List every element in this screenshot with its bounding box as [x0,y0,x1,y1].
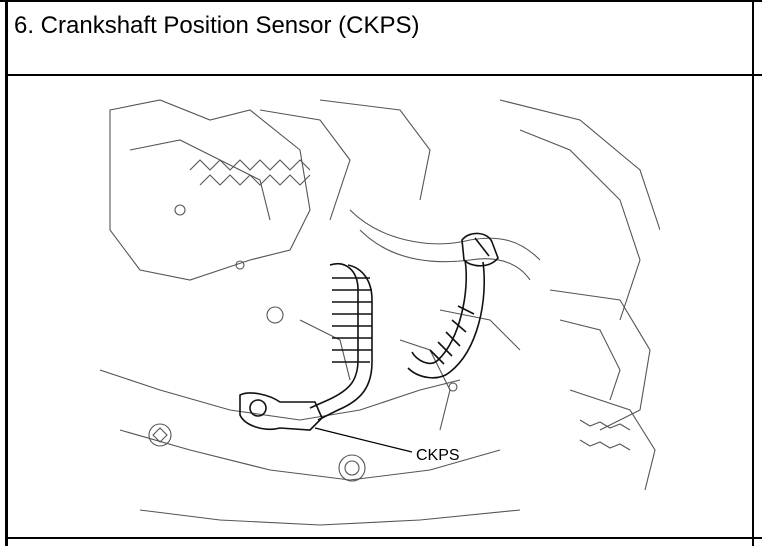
right-border [752,0,754,546]
sensor-harness-drawing [239,232,499,431]
left-border [5,0,8,546]
bottom-border [5,537,762,539]
section-title: 6. Crankshaft Position Sensor (CKPS) [14,12,420,39]
engine-outline-drawing [100,99,660,526]
header-divider [5,74,762,76]
callout-leader-line [314,427,413,453]
ckps-line-drawing: CKPS [100,99,660,526]
top-border [0,0,762,2]
callout-ckps-label: CKPS [416,447,460,464]
